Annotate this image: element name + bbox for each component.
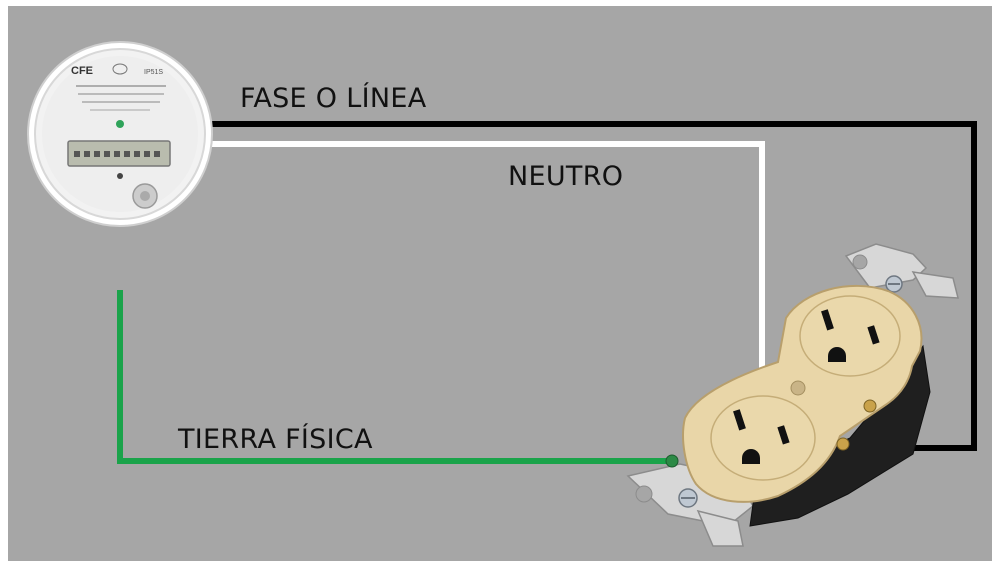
brass-terminal-icon <box>863 399 877 413</box>
meter-indicator-led <box>116 120 124 128</box>
duplex-outlet <box>626 243 959 547</box>
meter-logo-icon <box>112 63 128 75</box>
ground-wire <box>117 290 672 464</box>
ground-label: TIERRA FÍSICA <box>178 424 373 455</box>
lower-receptacle <box>710 395 816 481</box>
brass-terminal-icon <box>836 437 850 451</box>
upper-receptacle <box>799 295 901 377</box>
upper-ground-hole <box>828 347 846 362</box>
phase-label: FASE O LÍNEA <box>240 83 427 114</box>
lower-slot-left <box>733 409 746 431</box>
ground-screw-icon <box>665 454 679 468</box>
lower-slot-right <box>777 425 790 445</box>
neutral-wire <box>208 141 765 378</box>
upper-slot-right <box>867 325 880 345</box>
wiring-diagram: CFE IP51S <box>8 6 992 561</box>
neutral-label: NEUTRO <box>508 161 624 192</box>
cover-screw-hole <box>790 380 806 396</box>
meter-brand: CFE <box>71 65 93 77</box>
electric-meter: CFE IP51S <box>27 41 213 227</box>
meter-code: IP51S <box>144 69 163 76</box>
upper-slot-left <box>821 309 834 331</box>
diagram-canvas: CFE IP51S <box>27 41 977 547</box>
lower-ground-hole <box>742 449 760 464</box>
